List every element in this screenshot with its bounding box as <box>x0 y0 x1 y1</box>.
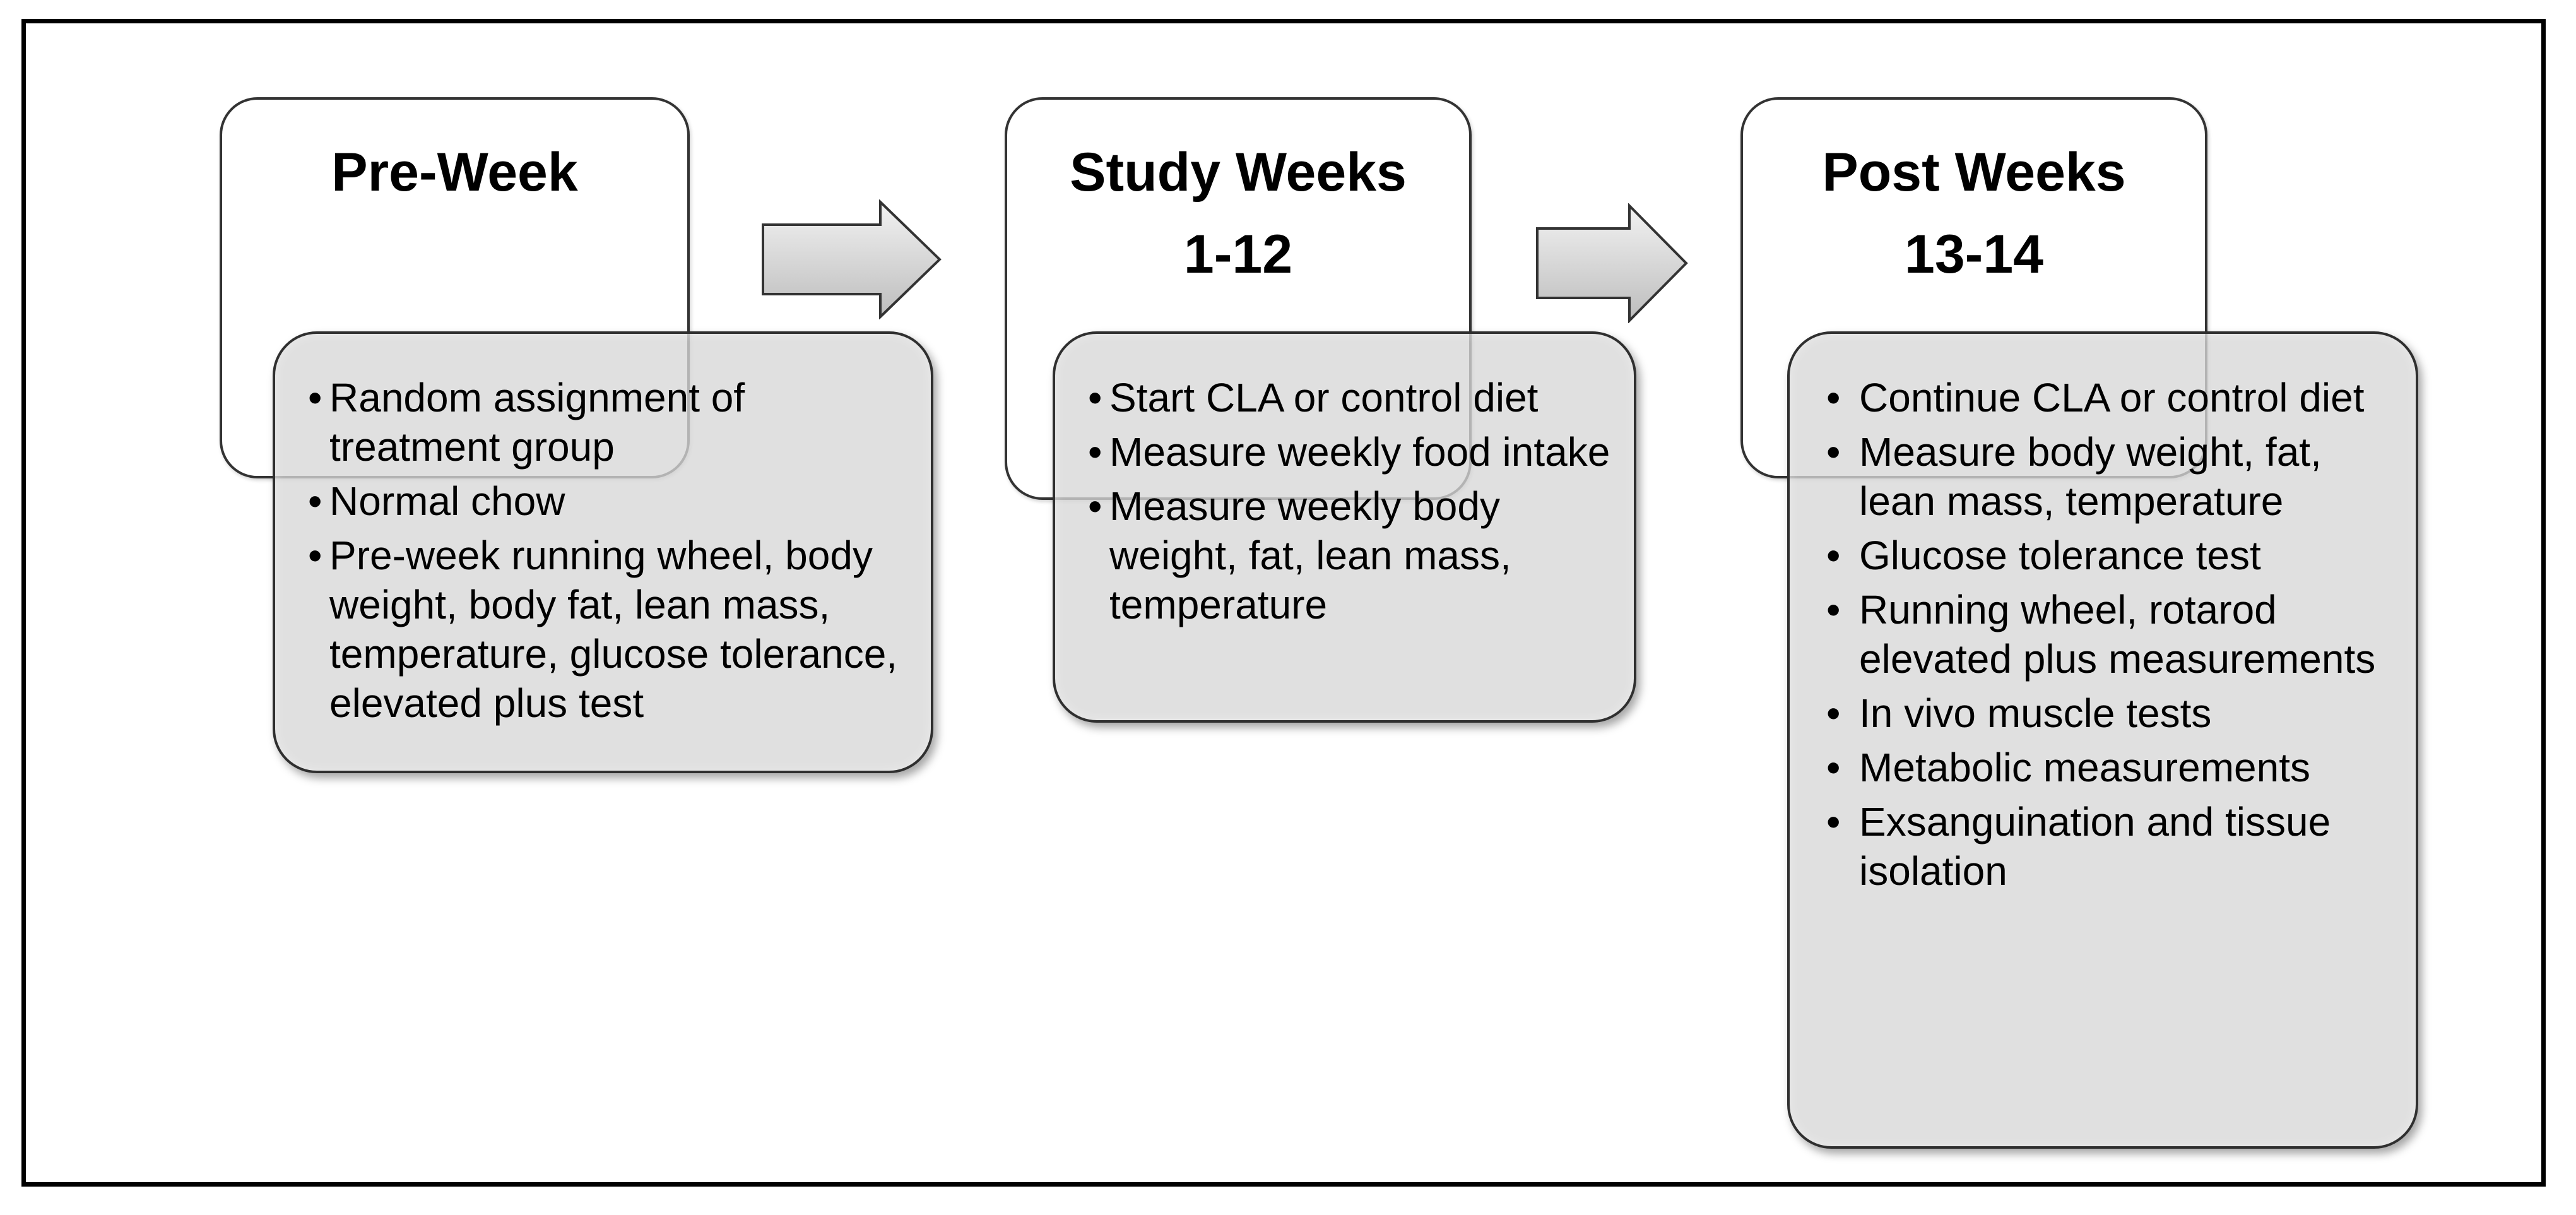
detail-box-pre-week: •Random assignment of treatment group •N… <box>273 331 933 773</box>
bullet-icon: • <box>1826 375 1841 420</box>
list-item: •Continue CLA or control diet <box>1826 373 2401 422</box>
list-item: •Metabolic measurements <box>1826 743 2401 792</box>
stage-title-line: Study Weeks <box>1070 142 1407 203</box>
bullet-icon: • <box>308 375 322 420</box>
list-item: •Measure weekly food intake <box>1088 427 1631 477</box>
bullet-icon: • <box>1826 587 1841 632</box>
bullet-icon: • <box>1088 483 1102 529</box>
stage-title-line: 1-12 <box>1183 224 1293 285</box>
bullet-icon: • <box>1088 429 1102 475</box>
stage-title-line: Pre-Week <box>331 142 578 203</box>
list-item: •Exsanguination and tissue isolation <box>1826 797 2401 896</box>
list-item: •Pre-week running wheel, body weight, bo… <box>308 531 920 728</box>
list-item: •Measure weekly body weight, fat, lean m… <box>1088 482 1631 629</box>
bullet-icon: • <box>1088 375 1102 420</box>
diagram-frame <box>21 19 2546 1187</box>
list-item: •In vivo muscle tests <box>1826 689 2401 738</box>
bullet-icon: • <box>1826 429 1841 475</box>
bullet-icon: • <box>1826 745 1841 790</box>
stage-title-line: 13-14 <box>1905 224 2043 285</box>
list-item: •Random assignment of treatment group <box>308 373 920 471</box>
stage-title-post-weeks: Post Weeks 13-14 <box>1743 131 2205 295</box>
list-item: •Start CLA or control diet <box>1088 373 1631 422</box>
list-item: •Measure body weight, fat, lean mass, te… <box>1826 427 2401 526</box>
bullet-icon: • <box>1826 799 1841 845</box>
stage-title-pre-week: Pre-Week <box>222 131 687 213</box>
arrow-right-icon <box>762 199 942 319</box>
list-item: •Running wheel, rotarod elevated plus me… <box>1826 585 2401 684</box>
stage-title-line: Post Weeks <box>1822 142 2126 203</box>
arrow-right-icon <box>1536 203 1688 323</box>
detail-box-post-weeks: •Continue CLA or control diet •Measure b… <box>1787 331 2418 1149</box>
bullet-icon: • <box>1826 533 1841 578</box>
detail-box-study-weeks: •Start CLA or control diet •Measure week… <box>1053 331 1636 723</box>
bullet-icon: • <box>1826 690 1841 736</box>
list-item: •Normal chow <box>308 477 920 526</box>
stage-title-study-weeks: Study Weeks 1-12 <box>1007 131 1469 295</box>
bullet-icon: • <box>308 478 322 524</box>
list-item: •Glucose tolerance test <box>1826 531 2401 580</box>
bullet-icon: • <box>308 533 322 578</box>
